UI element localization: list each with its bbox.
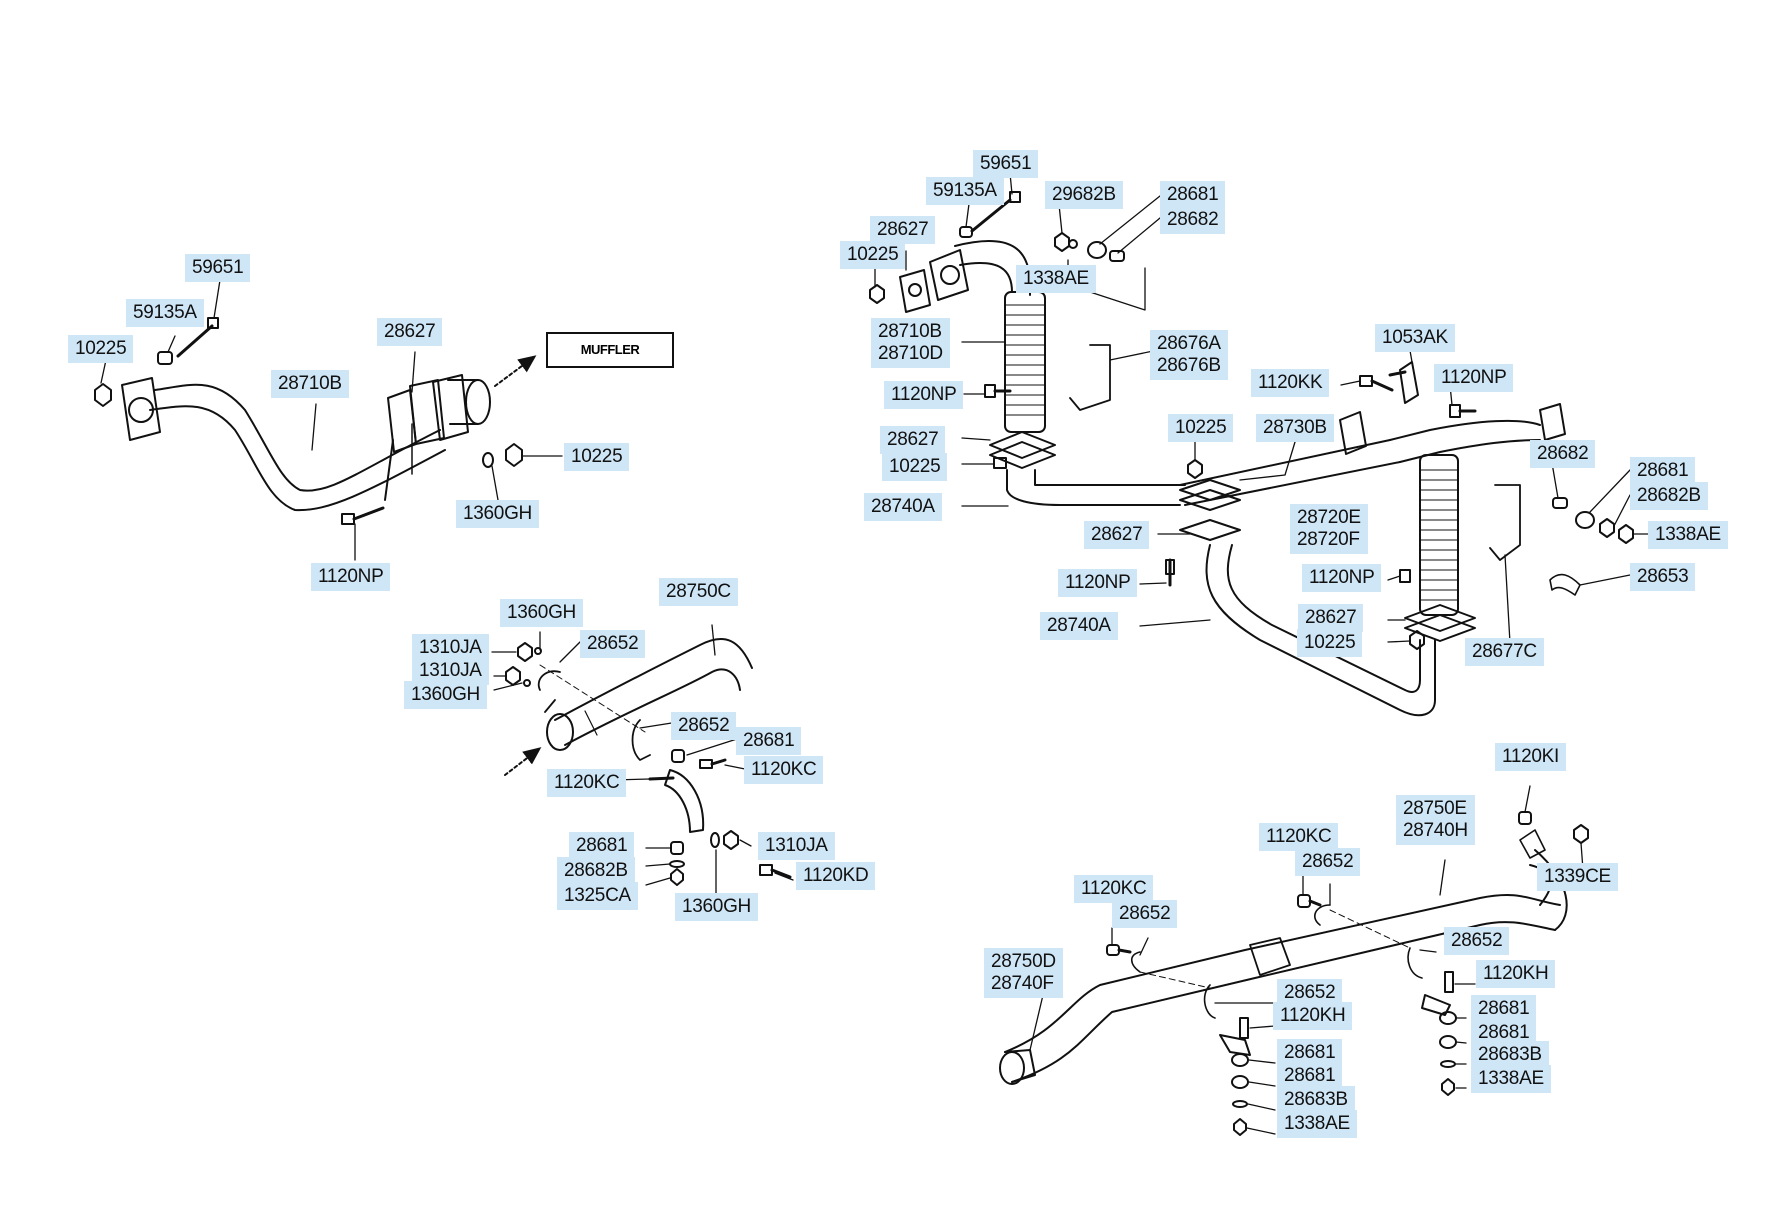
part-number-label[interactable]: 10225 [1297, 629, 1363, 657]
part-number-label[interactable]: 28627 [1084, 521, 1150, 549]
part-number-label[interactable]: 1360GH [675, 893, 758, 921]
part-number-label[interactable]: 28676A 28676B [1150, 330, 1228, 380]
part-number-label[interactable]: 59135A [926, 177, 1004, 205]
part-number-label[interactable]: 59651 [973, 150, 1039, 178]
part-number-label[interactable]: 28681 [1630, 457, 1696, 485]
part-number-label[interactable]: 1338AE [1648, 521, 1728, 549]
part-number-label[interactable]: 59651 [185, 254, 251, 282]
front-pipe-group [95, 280, 562, 560]
part-number-label[interactable]: 28627 [1298, 604, 1364, 632]
part-number-label[interactable]: 10225 [840, 241, 906, 269]
part-number-label[interactable]: 1120KH [1476, 960, 1556, 988]
part-number-label[interactable]: 1120KC [547, 769, 627, 797]
part-number-label[interactable]: 10225 [882, 453, 948, 481]
part-number-label[interactable]: 28682 [1160, 206, 1226, 234]
part-number-label[interactable]: 28681 [736, 727, 802, 755]
part-number-label[interactable]: 28682B [1630, 482, 1708, 510]
part-number-label[interactable]: 28681 [569, 832, 635, 860]
part-number-label[interactable]: 28681 [1471, 995, 1537, 1023]
part-number-label[interactable]: 28652 [1112, 900, 1178, 928]
part-number-label[interactable]: 28740A [1040, 612, 1118, 640]
part-number-label[interactable]: 28681 [1277, 1062, 1343, 1090]
muffler-box: MUFFLER [546, 332, 674, 368]
part-number-label[interactable]: 1310JA [758, 832, 835, 860]
flange-hole [129, 398, 153, 422]
rear-pipe-group [1000, 786, 1588, 1135]
part-number-label[interactable]: 28652 [1444, 927, 1510, 955]
part-number-label[interactable]: 28652 [1295, 848, 1361, 876]
part-number-label[interactable]: 1120NP [1302, 564, 1382, 592]
part-number-label[interactable]: 1339CE [1537, 863, 1618, 891]
part-number-label[interactable]: 28677C [1465, 638, 1544, 666]
part-number-label[interactable]: 1120KH [1273, 1002, 1353, 1030]
part-number-label[interactable]: 59135A [126, 299, 204, 327]
part-number-label[interactable]: 28750D 28740F [984, 948, 1063, 998]
part-number-label[interactable]: 10225 [68, 335, 134, 363]
part-number-label[interactable]: 28750C [659, 578, 738, 606]
part-number-label[interactable]: 1120KC [1074, 875, 1154, 903]
part-number-label[interactable]: 1120KK [1251, 369, 1330, 397]
part-number-label[interactable]: 28710B [271, 370, 349, 398]
part-number-label[interactable]: 28627 [377, 318, 443, 346]
part-number-label[interactable]: 28683B [1471, 1041, 1549, 1069]
part-number-label[interactable]: 1360GH [404, 681, 487, 709]
part-number-label[interactable]: 29682B [1045, 181, 1123, 209]
part-number-label[interactable]: 1053AK [1375, 324, 1455, 352]
part-number-label[interactable]: 28740A [864, 493, 942, 521]
part-number-label[interactable]: 28682 [1530, 440, 1596, 468]
part-number-label[interactable]: 10225 [564, 443, 630, 471]
part-number-label[interactable]: 1120NP [1434, 364, 1514, 392]
part-number-label[interactable]: 1120KI [1495, 743, 1567, 771]
part-number-label[interactable]: 1360GH [500, 599, 583, 627]
part-number-label[interactable]: 28750E 28740H [1396, 795, 1475, 845]
part-number-label[interactable]: 1338AE [1471, 1065, 1551, 1093]
part-number-label[interactable]: 28627 [880, 426, 946, 454]
part-number-label[interactable]: 1310JA [412, 657, 489, 685]
part-number-label[interactable]: 28652 [580, 630, 646, 658]
part-number-label[interactable]: 10225 [1168, 414, 1234, 442]
part-number-label[interactable]: 1338AE [1277, 1110, 1357, 1138]
part-number-label[interactable]: 1120NP [1058, 569, 1138, 597]
part-number-label[interactable]: 1120KC [1259, 823, 1339, 851]
part-number-label[interactable]: 28730B [1256, 414, 1334, 442]
part-number-label[interactable]: 1120NP [884, 381, 964, 409]
part-number-label[interactable]: 28720E 28720F [1290, 504, 1368, 554]
part-number-label[interactable]: 1360GH [456, 500, 539, 528]
part-number-label[interactable]: 1120KC [744, 756, 824, 784]
part-number-label[interactable]: 1325CA [557, 882, 638, 910]
part-number-label[interactable]: 1338AE [1016, 265, 1096, 293]
nut-shape [95, 384, 111, 406]
part-number-label[interactable]: 1120KD [796, 862, 876, 890]
part-number-label[interactable]: 28627 [870, 216, 936, 244]
part-number-label[interactable]: 28682B [557, 857, 635, 885]
part-number-label[interactable]: 28683B [1277, 1086, 1355, 1114]
flange-square [122, 378, 160, 440]
part-number-label[interactable]: 28652 [671, 712, 737, 740]
part-number-label[interactable]: 1120NP [311, 563, 391, 591]
tail-pipe-group [492, 625, 793, 895]
part-number-label[interactable]: 28710B 28710D [871, 318, 950, 368]
part-number-label[interactable]: 28681 [1160, 181, 1226, 209]
part-number-label[interactable]: 28653 [1630, 563, 1696, 591]
